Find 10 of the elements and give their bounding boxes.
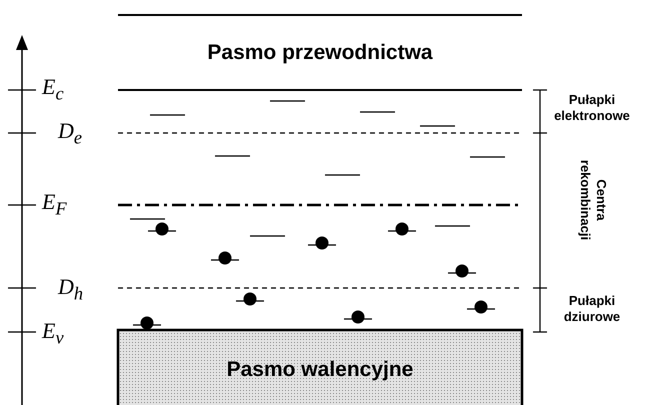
energy-level-label: D$_{e}$ xyxy=(58,118,82,148)
energy-level-label: D$_{h}$ xyxy=(58,274,84,304)
bracket-label: Pułapki dziurowe xyxy=(562,293,622,325)
energy-level-label: E$_{c}$ xyxy=(42,74,64,104)
energy-level-label: E$_{F}$ xyxy=(42,189,67,220)
bracket-label: Pułapki elektronowe xyxy=(553,92,631,124)
energy-level-label: E$_{v}$ xyxy=(42,318,64,348)
bracket-label: Centra rekombinacji xyxy=(577,158,609,242)
band-label: Pasmo przewodnictwa xyxy=(207,41,433,65)
band-label: Pasmo walencyjne xyxy=(226,358,414,382)
